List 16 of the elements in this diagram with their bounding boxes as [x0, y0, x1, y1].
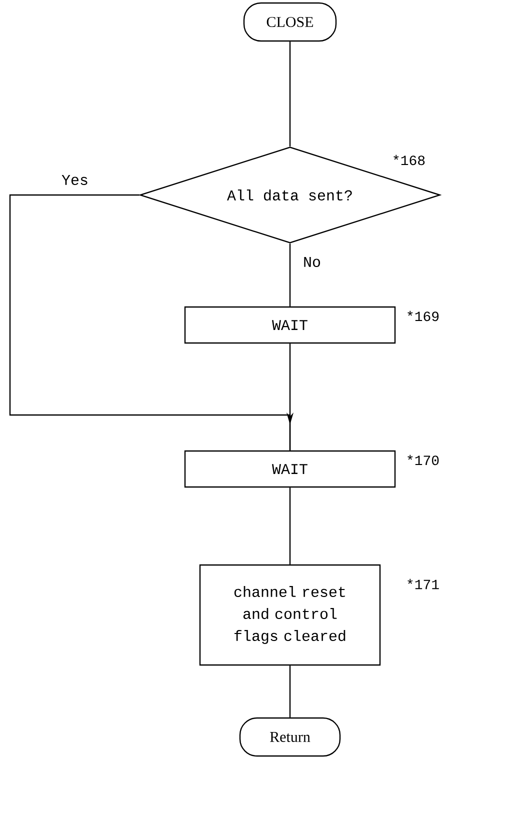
process-box: channel reset and control flags cleared [199, 564, 381, 666]
terminal-box: Return [239, 717, 341, 757]
terminal-box: CLOSE [243, 2, 337, 42]
process-box: WAIT [184, 306, 396, 344]
step-number: *168 [394, 154, 425, 166]
step-number: *169 [408, 310, 439, 322]
connector [289, 666, 291, 718]
step-number: *171 [408, 578, 439, 590]
connector [289, 344, 291, 450]
edge-label: Yes [60, 174, 90, 186]
edge-label: No [302, 256, 322, 268]
connector [289, 42, 291, 146]
connector [289, 244, 291, 306]
step-number: *170 [408, 454, 439, 466]
process-box: WAIT [184, 450, 396, 488]
connector [289, 488, 291, 564]
